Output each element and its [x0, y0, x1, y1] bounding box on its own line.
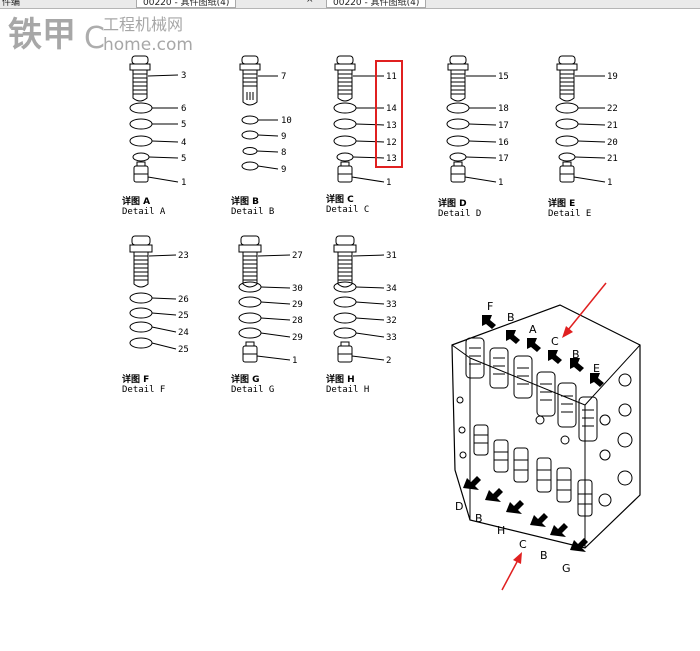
svg-text:4: 4: [181, 138, 186, 148]
detail-d: 15 18 17 16 17 1 详图 D Detail D: [438, 55, 509, 219]
svg-text:G: G: [562, 562, 571, 575]
svg-text:29: 29: [292, 333, 303, 343]
tab-bar: 件编 00220 - 其件图纸(4) × 00220 - 其件图纸(4): [0, 0, 700, 9]
svg-text:1: 1: [607, 178, 612, 188]
svg-text:8: 8: [281, 148, 286, 158]
svg-text:9: 9: [281, 165, 286, 175]
svg-text:11: 11: [386, 72, 397, 82]
svg-text:B: B: [507, 311, 515, 324]
svg-text:25: 25: [178, 345, 189, 355]
svg-text:Detail A: Detail A: [122, 207, 166, 217]
svg-text:3: 3: [181, 71, 186, 81]
svg-text:13: 13: [386, 121, 397, 131]
svg-text:详图 C: 详图 C: [326, 193, 354, 205]
svg-text:14: 14: [386, 104, 397, 114]
detail-c: 11 14 13 12 13 1 详图 C Detail C: [326, 55, 403, 215]
svg-text:Detail G: Detail G: [231, 385, 274, 395]
svg-text:C: C: [84, 21, 105, 54]
svg-text:5: 5: [181, 120, 186, 130]
svg-text:Detail C: Detail C: [326, 205, 369, 215]
detail-e: 19 22 21 20 21 1 详图 E Detail E: [548, 55, 618, 219]
svg-text:详图 D: 详图 D: [438, 197, 467, 209]
svg-text:A: A: [529, 323, 537, 336]
svg-text:32: 32: [386, 316, 397, 326]
detail-a: 3 6 5 4 5 1 详图 A Detail A: [122, 55, 186, 217]
detail-g: 27 30 29 28 29 1 详图 G Detail G: [231, 235, 303, 395]
svg-text:30: 30: [292, 284, 303, 294]
svg-text:2: 2: [386, 356, 391, 366]
svg-text:详图 E: 详图 E: [548, 197, 575, 209]
svg-text:10: 10: [281, 116, 292, 126]
annotation-arrow-top: [562, 282, 607, 338]
svg-text:21: 21: [607, 121, 618, 131]
svg-text:19: 19: [607, 72, 618, 82]
svg-text:34: 34: [386, 284, 397, 294]
svg-text:详图 A: 详图 A: [122, 195, 150, 207]
svg-text:B: B: [572, 348, 580, 361]
svg-text:20: 20: [607, 138, 618, 148]
svg-text:16: 16: [498, 138, 509, 148]
svg-text:Detail D: Detail D: [438, 209, 481, 219]
svg-text:17: 17: [498, 154, 509, 164]
svg-text:Detail F: Detail F: [122, 385, 165, 395]
svg-text:B: B: [475, 512, 483, 525]
svg-text:H: H: [497, 524, 505, 537]
svg-text:1: 1: [386, 178, 391, 188]
svg-text:33: 33: [386, 300, 397, 310]
svg-text:B: B: [540, 549, 548, 562]
svg-text:铁甲: 铁甲: [8, 15, 76, 54]
svg-text:C: C: [551, 335, 559, 348]
valve-block-assembly: F B A C B E D B H C B G: [451, 300, 641, 575]
svg-text:详图 B: 详图 B: [231, 195, 259, 207]
svg-text:home.com: home.com: [103, 35, 193, 54]
svg-text:7: 7: [281, 72, 286, 82]
svg-text:25: 25: [178, 311, 189, 321]
svg-text:5: 5: [181, 154, 186, 164]
svg-text:31: 31: [386, 251, 397, 261]
detail-f: 23 26 25 24 25 详图 F Detail F: [122, 235, 189, 395]
svg-text:1: 1: [498, 178, 503, 188]
tab-3[interactable]: 00220 - 其件图纸(4): [326, 0, 427, 8]
tab-2[interactable]: 00220 - 其件图纸(4): [136, 0, 237, 8]
svg-text:详图 F: 详图 F: [122, 373, 149, 385]
svg-text:F: F: [487, 300, 493, 313]
svg-text:29: 29: [292, 300, 303, 310]
svg-text:15: 15: [498, 72, 509, 82]
svg-text:13: 13: [386, 154, 397, 164]
svg-text:C: C: [519, 538, 527, 551]
svg-text:18: 18: [498, 104, 509, 114]
tab-close-icon[interactable]: ×: [306, 0, 314, 5]
tab-1[interactable]: 件编: [2, 0, 21, 8]
svg-text:6: 6: [181, 104, 186, 114]
svg-text:D: D: [455, 500, 463, 513]
detail-h: 31 34 33 32 33 2 详图 H Detail H: [326, 235, 397, 395]
svg-text:28: 28: [292, 316, 303, 326]
svg-text:Detail E: Detail E: [548, 209, 591, 219]
svg-text:详图 H: 详图 H: [326, 373, 355, 385]
svg-text:24: 24: [178, 328, 189, 338]
svg-text:9: 9: [281, 132, 286, 142]
svg-text:Detail B: Detail B: [231, 207, 274, 217]
svg-text:12: 12: [386, 138, 397, 148]
svg-text:21: 21: [607, 154, 618, 164]
svg-text:33: 33: [386, 333, 397, 343]
annotation-arrow-bottom: [501, 552, 522, 591]
detail-b: 7 10 9 8 9 详图 B Detail B: [231, 55, 292, 217]
svg-text:23: 23: [178, 251, 189, 261]
svg-text:E: E: [593, 362, 600, 375]
svg-text:1: 1: [181, 178, 186, 188]
svg-text:工程机械网: 工程机械网: [103, 15, 183, 34]
svg-text:Detail H: Detail H: [326, 385, 369, 395]
site-watermark-logo: 铁甲 C 工程机械网 home.com: [8, 15, 193, 54]
svg-text:详图 G: 详图 G: [231, 373, 260, 385]
svg-text:22: 22: [607, 104, 618, 114]
svg-text:26: 26: [178, 295, 189, 305]
svg-text:27: 27: [292, 251, 303, 261]
svg-text:1: 1: [292, 356, 297, 366]
highlight-box: [375, 60, 403, 168]
svg-text:17: 17: [498, 121, 509, 131]
